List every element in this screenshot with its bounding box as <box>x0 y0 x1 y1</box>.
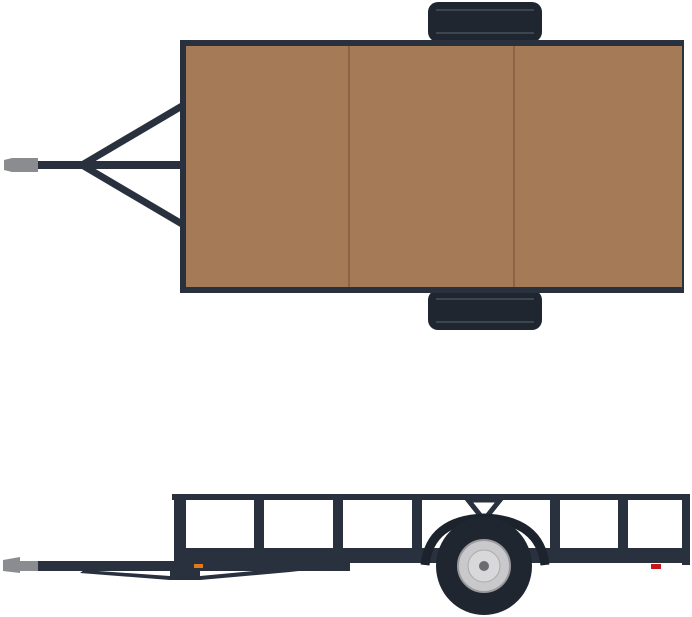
fender-brace <box>462 497 506 525</box>
tongue-top <box>4 102 184 228</box>
deck <box>186 46 682 287</box>
top-tire-lower <box>428 290 542 330</box>
side-view <box>3 494 690 615</box>
coupler-icon <box>4 158 38 172</box>
top-tire-upper <box>428 2 542 42</box>
wheel-icon <box>436 517 532 615</box>
coupler-icon <box>3 557 20 573</box>
bottom-rail <box>174 548 690 563</box>
tongue-side <box>3 557 350 580</box>
amber-marker-light <box>194 564 203 568</box>
top-rail <box>172 494 690 500</box>
red-tail-light <box>651 564 661 569</box>
top-view <box>4 2 684 330</box>
